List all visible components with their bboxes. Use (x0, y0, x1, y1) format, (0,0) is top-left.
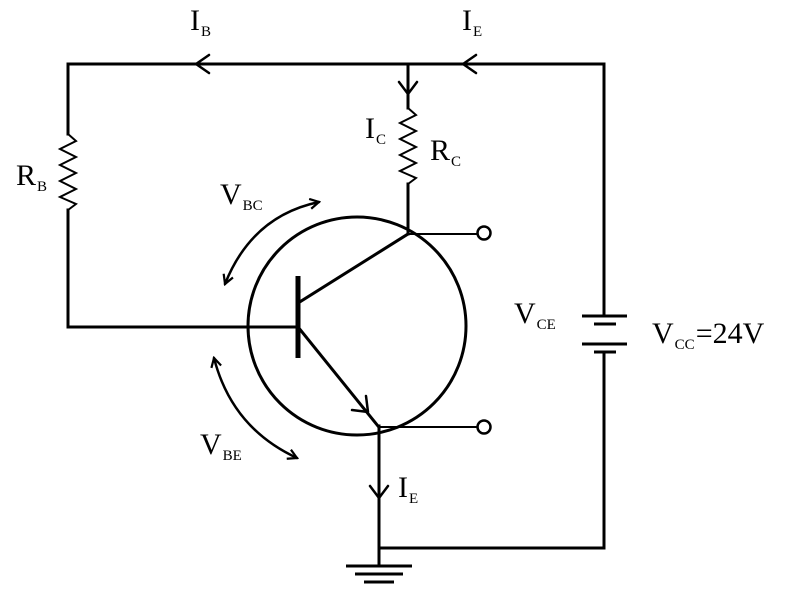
ib-label: IB (190, 4, 211, 40)
ie-bottom-arrow-icon (368, 484, 390, 500)
emitter-terminal (476, 419, 492, 435)
ib-arrow-icon (194, 53, 211, 75)
rc-resistor-icon (397, 107, 419, 185)
collector-terminal (476, 225, 492, 241)
rc-label: RC (430, 134, 461, 170)
ie-top-arrow-icon (461, 53, 478, 75)
rb-lower-wire (66, 208, 300, 329)
transistor-collector-lead (295, 231, 411, 306)
ic-label: IC (365, 112, 386, 148)
vbe-label: VBE (200, 428, 242, 464)
ic-arrow-icon (397, 80, 419, 96)
rb-label: RB (16, 159, 47, 195)
battery-icon (582, 314, 627, 354)
vbc-arrow-icon (225, 202, 319, 284)
ie-top-label: IE (462, 4, 482, 40)
right-lower-wire (377, 350, 606, 550)
vce-label: VCE (514, 297, 556, 333)
ie-bottom-label: IE (398, 471, 418, 507)
emitter-arrow-icon (350, 394, 370, 414)
transistor-body (246, 215, 468, 437)
vbe-arrow-icon (214, 358, 297, 458)
ground-icon (346, 564, 412, 584)
vbc-label: VBC (220, 178, 263, 214)
transistor-emitter-lead (295, 324, 381, 429)
rb-resistor-icon (57, 133, 79, 211)
vcc-label: VCC=24V (652, 317, 765, 353)
